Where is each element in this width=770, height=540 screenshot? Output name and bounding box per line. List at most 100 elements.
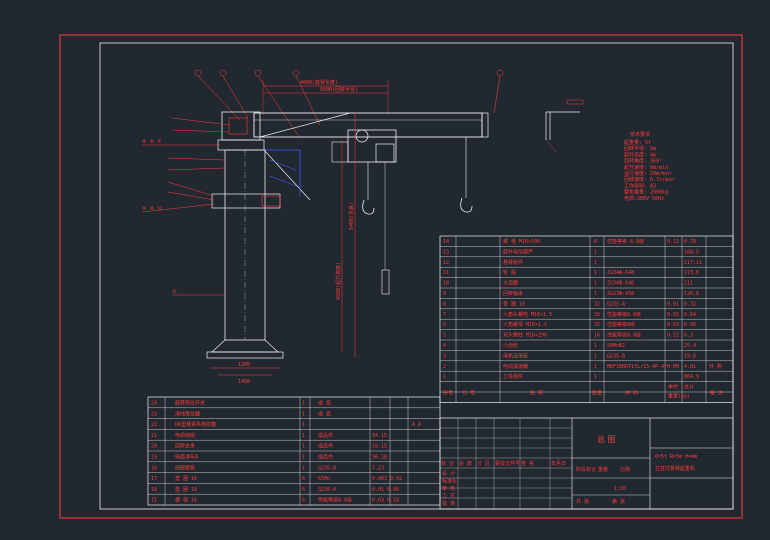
dim-bottom-1: 1200 [238,362,250,368]
part-name: 大齿圈 [503,280,518,287]
part-no: 5 [443,333,446,339]
dim-top2-label: 5000(回转半径) [320,86,358,93]
part-qty: 1 [594,343,597,349]
part-qty: 1 [302,422,305,428]
part-name: 轮 毂 [503,269,516,276]
part-name: 电缆线组 [175,432,195,439]
part-qty: 32 [594,301,600,307]
part-weight: 0.03 0.18 [372,498,399,504]
part-total-weight: 8.3 [684,333,693,339]
part-name: 回转支承 [175,443,195,450]
part-qty: 32 [594,312,600,318]
signature-role: 工 艺 [442,494,455,500]
part-qty: 1 [594,270,597,276]
part-note: A A [412,422,421,428]
part-weight: 56.18 [372,455,387,461]
header-no: 序号 [443,390,453,397]
part-total-weight: 168.5 [684,249,699,255]
signature-role: 批 准 [442,500,455,507]
part-no: 10 [443,281,449,287]
part-material: ZG34Φ-648 [607,281,634,287]
revision-header: 更改文件号 [495,460,520,467]
signature-role: 标准化 [442,478,457,485]
part-name: 螺 栓 16 [175,497,197,504]
part-name: 回转轴承 [503,290,523,297]
part-name: 双头螺柱 M16×290 [503,332,547,339]
revision-header: 分 区 [477,460,490,467]
part-material: 性能等级8.8级 [318,497,352,504]
part-total-weight: 173.8 [684,270,699,276]
svg-text:①: ① [172,289,177,295]
part-weight: 0.01 0.06 [372,487,399,493]
part-material: ZG23Φ-458 [607,291,634,297]
part-material: ZG34Φ-648 [607,270,634,276]
tech-note-line: 电源:380V 50Hz [624,195,664,202]
svg-text:④ ⑥ ⑦: ④ ⑥ ⑦ [142,139,162,145]
signature-role: 审 核 [442,485,455,492]
stage-label: 重量 [598,466,608,473]
part-name: DK型悬臂吊电控箱 [175,421,216,428]
part-material: 成 品 [318,410,331,417]
dim-top-label: 4600(旋臂长度) [300,79,338,86]
part-no: 12 [443,260,449,266]
part-name: 电动减速器 [503,363,528,370]
part-qty: 1 [302,455,305,461]
part-name: 旋转限位开关 [175,400,205,407]
title-block: 标 记处 数分 区更改文件号签 名年月日设 计标准化审 核工 艺批 准阶段标记重… [439,417,734,510]
part-material: 性能等级8.8级 [607,332,641,339]
part-no: 22 [151,422,157,428]
part-total-weight: 0.64 [684,312,696,318]
part-unit-weight: 0.02 [667,312,679,318]
sheet-label: 第 张 [612,498,625,505]
spec-text: Q=5t R=5m H=4m [655,454,697,460]
part-material: 成品件 [318,443,333,450]
part-no: 20 [151,444,157,450]
part-name: 小齿轮 [503,342,518,349]
part-total-weight: 25.4 [684,343,696,349]
part-note: 外 购 [709,363,722,370]
part-no: 3 [443,353,446,359]
part-no: 16 [151,487,157,493]
part-name: 垫 圈 16 [175,486,197,493]
part-name: 电机连接座 [503,352,528,359]
tech-note-line: 回转半径: 5m [624,145,656,152]
stage-label: 阶段标记 [576,466,596,473]
part-no: 8 [443,301,446,307]
part-no: 9 [443,291,446,297]
part-qty: 1 [594,353,597,359]
part-name: 六角头螺栓 M16×1.5 [503,311,552,318]
part-no: 1 [443,374,446,380]
tech-note-line: 运行速度: 20m/min [624,170,671,177]
part-name: 立柱组件 [503,373,523,380]
part-qty: 32 [594,322,600,328]
signature-role: 设 计 [442,470,455,477]
part-no: 24 [151,401,157,407]
part-material: Q235-B [607,353,625,359]
part-unit-weight: 0.01 [667,301,679,307]
part-qty: 6 [302,476,305,482]
part-weight: 18.15 [372,444,387,450]
part-qty: 1 [302,433,305,439]
part-qty: 1 [594,374,597,380]
tech-note-line: 回转速度: 0.7r/min [624,176,674,183]
part-weight: 7.23 [372,465,384,471]
part-no: 21 [151,433,157,439]
side-detail [545,99,584,153]
part-material: 性能等级8.8级 [607,311,641,318]
svg-text:⑨ ⑩ ⑫: ⑨ ⑩ ⑫ [142,205,162,212]
part-total-weight: 0.32 [684,301,696,307]
part-no: 11 [443,270,449,276]
part-no: 17 [151,476,157,482]
callouts-top [194,69,504,139]
part-material: Q235-B [318,465,336,471]
part-qty: 6 [302,487,305,493]
part-name: 垫 圈 16 [503,300,525,307]
part-name: 悬臂组件 [503,259,523,266]
part-material: 成品件 [318,454,333,461]
part-name: 挡圈垫板 [175,464,195,471]
part-unit-weight: 0.52 [667,333,679,339]
part-total-weight: 217.11 [684,260,702,266]
